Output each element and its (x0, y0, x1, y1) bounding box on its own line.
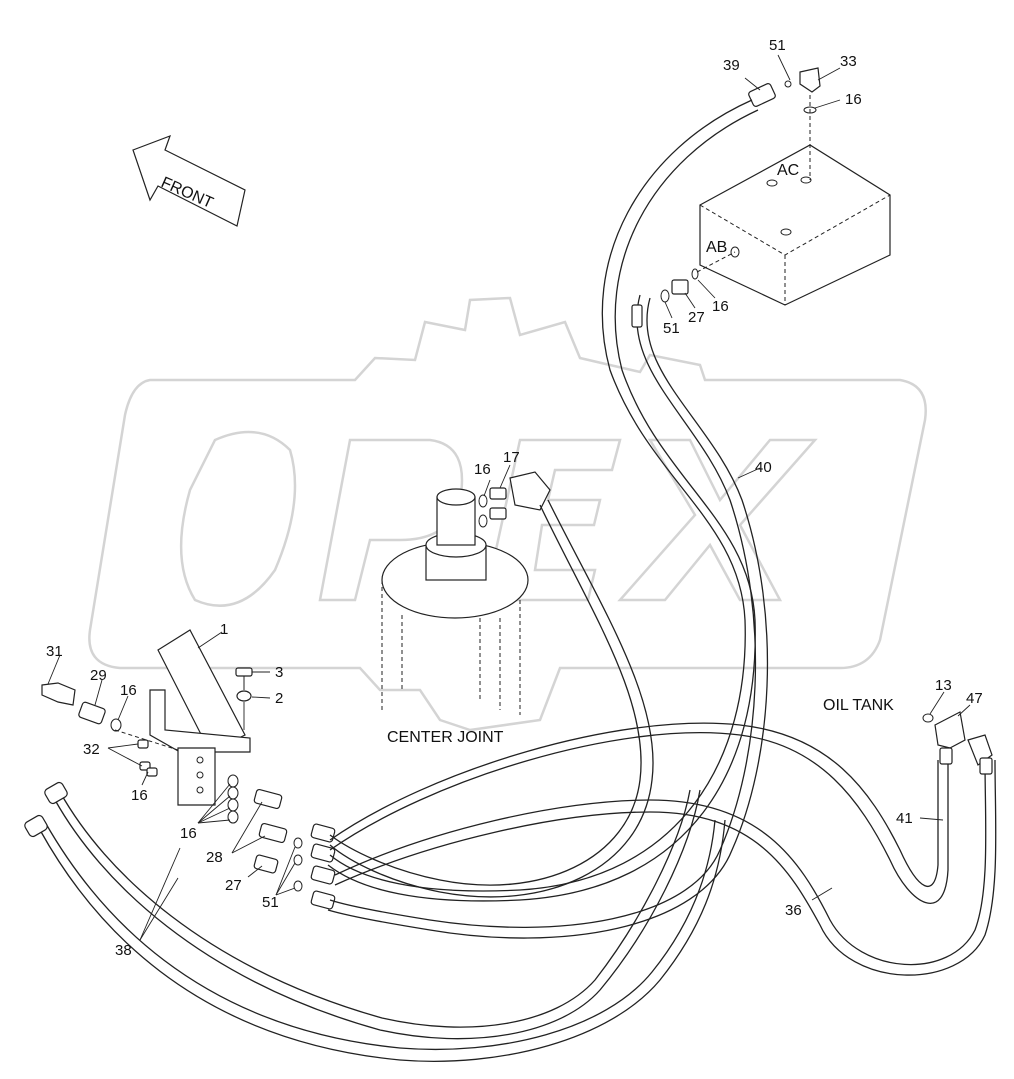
callout-29: 29 (90, 667, 107, 684)
center-joint: CENTER JOINT (381, 488, 529, 746)
cj-fittings (478, 471, 551, 528)
callout-16-ports: 16 (180, 825, 197, 842)
port-ab-label: AB (706, 239, 727, 256)
callout-51-ab: 51 (663, 320, 680, 337)
callout-27-ab: 27 (688, 309, 705, 326)
callout-28: 28 (206, 849, 223, 866)
hose-end-fittings (310, 823, 336, 910)
callout-2: 2 (275, 690, 283, 707)
callout-51-top: 51 (769, 37, 786, 54)
ab-fittings (660, 251, 736, 303)
callout-47: 47 (966, 690, 983, 707)
callout-40: 40 (755, 459, 772, 476)
tank-block: AC AB (699, 144, 891, 306)
callout-1: 1 (220, 621, 228, 638)
pedal-port-fittings (227, 774, 303, 892)
callout-labels: 39 51 33 16 51 27 16 40 16 17 1 3 2 31 2… (46, 37, 983, 959)
hoses (24, 99, 997, 1062)
callout-13: 13 (935, 677, 952, 694)
left-fittings (41, 682, 179, 777)
oil-tank-label: OIL TANK (823, 697, 894, 714)
callout-16-top: 16 (845, 91, 862, 108)
callout-27-lower: 27 (225, 877, 242, 894)
front-arrow: FRONT (132, 134, 246, 227)
leader-lines (47, 54, 971, 941)
callout-16-left: 16 (120, 682, 137, 699)
pedal-assembly (149, 629, 253, 806)
callout-38: 38 (115, 942, 132, 959)
callout-51-lower: 51 (262, 894, 279, 911)
callout-3: 3 (275, 664, 283, 681)
callout-17: 17 (503, 449, 520, 466)
callout-32: 32 (83, 741, 100, 758)
watermark (88, 296, 927, 732)
callout-41: 41 (896, 810, 913, 827)
port-ac-label: AC (777, 162, 799, 179)
callout-16-ab: 16 (712, 298, 729, 315)
callout-33: 33 (840, 53, 857, 70)
top-fittings (748, 67, 821, 180)
callout-31: 31 (46, 643, 63, 660)
callout-36: 36 (785, 902, 802, 919)
center-joint-label: CENTER JOINT (387, 729, 504, 746)
callout-39: 39 (723, 57, 740, 74)
callout-16-cj: 16 (474, 461, 491, 478)
callout-16-lower: 16 (131, 787, 148, 804)
